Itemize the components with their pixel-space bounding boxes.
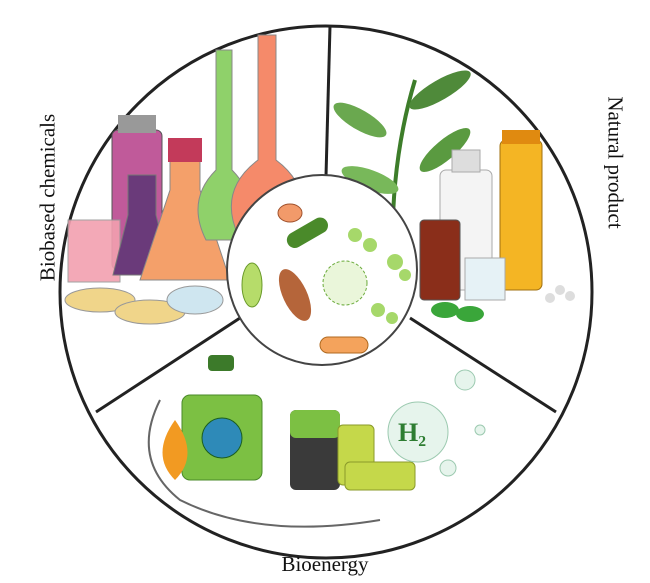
bioenergy-illustration bbox=[147, 355, 486, 528]
divider-left bbox=[95, 316, 241, 414]
natural-product-illustration bbox=[333, 70, 575, 322]
hydrogen-label: H₂ bbox=[398, 418, 427, 447]
divider-top bbox=[324, 25, 332, 177]
section-label-bioenergy: Bioenergy bbox=[281, 552, 369, 576]
section-label-biobased-chemicals: Biobased chemicals bbox=[35, 113, 60, 282]
section-label-natural-product: Natural product bbox=[603, 96, 628, 229]
divider-right bbox=[409, 316, 557, 414]
microbes-illustration bbox=[241, 203, 411, 354]
microbe-circle bbox=[226, 174, 418, 366]
